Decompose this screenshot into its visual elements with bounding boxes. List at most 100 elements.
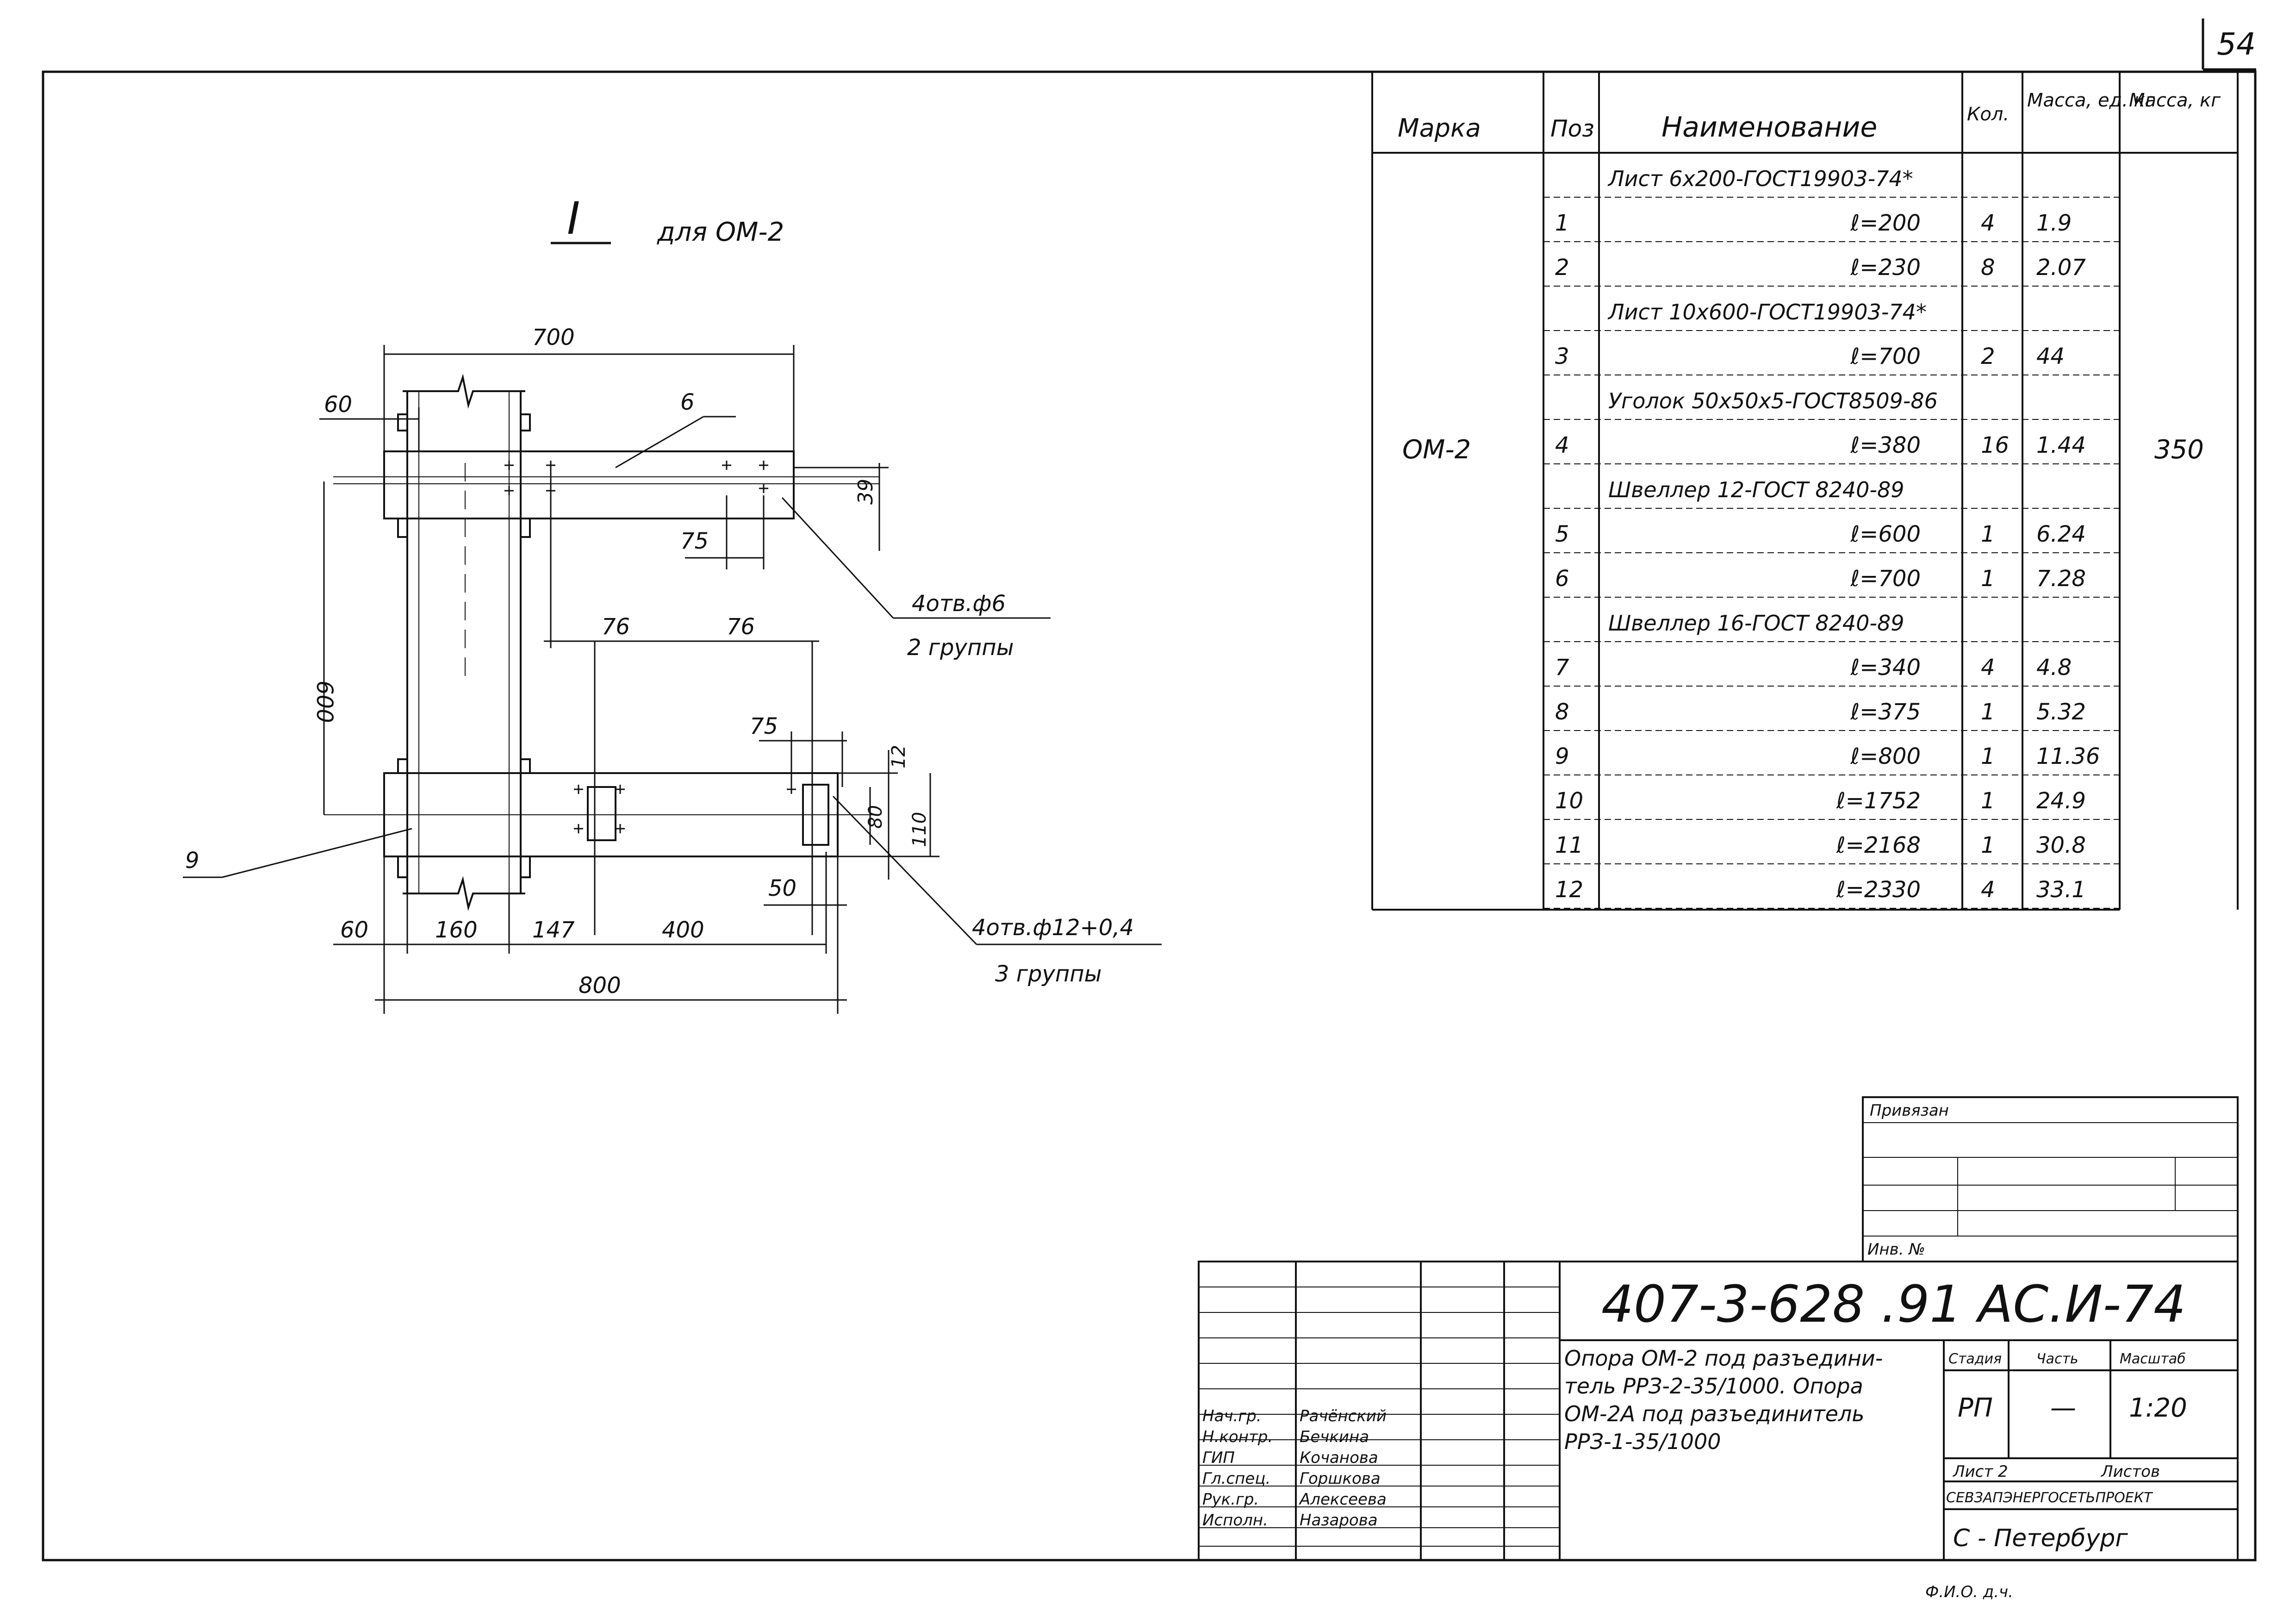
signature-role: Исполн. bbox=[1202, 1511, 1268, 1530]
privyazan-label: Привязан bbox=[1870, 1101, 1949, 1120]
header-name: Наименование bbox=[1661, 111, 1877, 144]
dim-76-b: 76 bbox=[727, 614, 755, 640]
row-name: ℓ=800 bbox=[1850, 743, 1921, 769]
signature-name: Алексеева bbox=[1299, 1490, 1387, 1509]
marka-value: ОМ-2 bbox=[1402, 435, 1471, 465]
row-name: ℓ=200 bbox=[1850, 210, 1921, 236]
dim-75-top: 75 bbox=[680, 528, 709, 554]
row-name: ℓ=340 bbox=[1850, 655, 1921, 681]
dim-60-top: 60 bbox=[324, 392, 352, 418]
row-poz: 9 bbox=[1555, 743, 1569, 769]
pos-6-label: 6 bbox=[680, 389, 695, 415]
spec-table: Марка Поз Наименование Кол. Масса, ед. к… bbox=[1371, 72, 2239, 911]
row-kol: 1 bbox=[1981, 743, 1995, 769]
dim-160: 160 bbox=[435, 917, 478, 943]
signature-row: Рук.гр.Алексеева bbox=[1202, 1490, 1387, 1509]
stamp-title-3: ОМ-2А под разъединитель bbox=[1564, 1401, 1864, 1426]
inv-label: Инв. № bbox=[1867, 1240, 1925, 1259]
holes-top-label: 4отв.ф6 bbox=[912, 591, 1006, 617]
signature-role: Н.контр. bbox=[1202, 1428, 1273, 1446]
dim-600: 600 bbox=[311, 681, 337, 723]
header-mass: Масса, кг bbox=[2129, 90, 2221, 111]
header-mass-unit: Масса, ед. кг bbox=[2027, 90, 2155, 111]
dim-700: 700 bbox=[532, 325, 575, 350]
row-kol: 1 bbox=[1981, 788, 1995, 814]
dim-80: 80 bbox=[865, 805, 886, 829]
row-mass-unit: 30.8 bbox=[2036, 832, 2086, 858]
stamp-title-4: РРЗ-1-35/1000 bbox=[1564, 1429, 1721, 1454]
row-mass-unit: 33.1 bbox=[2036, 877, 2086, 903]
signature-row: Н.контр. Бечкина bbox=[1202, 1428, 1369, 1446]
row-poz: 10 bbox=[1555, 788, 1583, 814]
dim-110: 110 bbox=[909, 812, 930, 847]
row-mass-unit: 24.9 bbox=[2036, 788, 2086, 814]
dim-400: 400 bbox=[662, 917, 704, 943]
row-mass-unit: 1.9 bbox=[2036, 210, 2072, 236]
page-number-box: 54 bbox=[2202, 19, 2256, 71]
doc-code: 407-3-628 .91 АС.И-74 bbox=[1601, 1274, 2186, 1334]
row-section-name: Лист 10х600-ГОСТ19903-74* bbox=[1607, 300, 1927, 325]
row-kol: 4 bbox=[1981, 877, 1995, 903]
mass-total: 350 bbox=[2154, 435, 2204, 465]
row-poz: 8 bbox=[1555, 699, 1569, 725]
row-name: ℓ=2330 bbox=[1836, 877, 1921, 903]
table-row: Швеллер 16-ГОСТ 8240-89 bbox=[1608, 611, 1904, 636]
dim-76-a: 76 bbox=[602, 614, 630, 640]
dim-75-bottom: 75 bbox=[750, 713, 778, 739]
row-poz: 12 bbox=[1555, 877, 1583, 903]
detail-labels: I для ОМ-2 700 60 600 75 39 76 76 75 12 … bbox=[185, 193, 1134, 999]
signature-name: Горшкова bbox=[1300, 1469, 1381, 1488]
row-kol: 1 bbox=[1981, 521, 1995, 547]
row-mass-unit: 44 bbox=[2036, 344, 2065, 369]
signature-name: Бечкина bbox=[1300, 1428, 1369, 1446]
sheet-number: Лист 2 bbox=[1952, 1462, 2008, 1481]
holes-top-groups: 2 группы bbox=[907, 635, 1014, 661]
row-mass-unit: 6.24 bbox=[2036, 521, 2086, 547]
signature-name: Рачёнский bbox=[1300, 1407, 1387, 1425]
signature-row: Нач.гр. Рачёнский bbox=[1202, 1407, 1387, 1425]
dim-50: 50 bbox=[768, 875, 796, 901]
row-mass-unit: 11.36 bbox=[2036, 743, 2100, 769]
col-scale: Масштаб bbox=[2120, 1351, 2186, 1367]
row-poz: 1 bbox=[1555, 210, 1569, 236]
stage-value: РП bbox=[1958, 1393, 1993, 1423]
table-row: Лист 6х200-ГОСТ19903-74* bbox=[1607, 166, 1913, 191]
row-name: ℓ=2168 bbox=[1836, 832, 1921, 858]
row-kol: 8 bbox=[1981, 255, 1995, 281]
organization: СЕВЗАПЭНЕРГОСЕТЬПРОЕКТ bbox=[1946, 1490, 2153, 1506]
detail-drawing bbox=[183, 242, 1162, 1014]
row-name: ℓ=380 bbox=[1850, 432, 1921, 458]
sheet-value: — bbox=[2050, 1393, 2076, 1423]
row-name: ℓ=700 bbox=[1850, 344, 1921, 369]
row-kol: 4 bbox=[1981, 210, 1995, 236]
dim-147: 147 bbox=[532, 917, 575, 943]
table-row: Лист 10х600-ГОСТ19903-74* bbox=[1607, 300, 1927, 325]
col-sheet: Часть bbox=[2036, 1351, 2078, 1367]
table-row: Уголок 50х50х5-ГОСТ8509-86 bbox=[1608, 388, 1938, 413]
row-kol: 4 bbox=[1981, 655, 1995, 681]
table-row: 1 ℓ=200 4 1.9 bbox=[1555, 210, 2072, 236]
row-mass-unit: 4.8 bbox=[2036, 655, 2072, 681]
dim-12: 12 bbox=[888, 745, 909, 768]
col-stage: Стадия bbox=[1948, 1351, 2002, 1367]
row-section-name: Уголок 50х50х5-ГОСТ8509-86 bbox=[1608, 388, 1938, 413]
detail-caption: для ОМ-2 bbox=[657, 217, 784, 247]
row-mass-unit: 5.32 bbox=[2036, 699, 2086, 725]
row-section-name: Швеллер 16-ГОСТ 8240-89 bbox=[1608, 611, 1904, 636]
signature-name: Назарова bbox=[1300, 1511, 1378, 1530]
holes-bottom-groups: 3 группы bbox=[995, 961, 1102, 987]
signature-name: Кочанова bbox=[1300, 1449, 1378, 1467]
signature-role: Нач.гр. bbox=[1202, 1407, 1262, 1425]
detail-mark: I bbox=[567, 193, 580, 244]
stamp-title-1: Опора ОМ-2 под разъедини- bbox=[1564, 1346, 1883, 1371]
